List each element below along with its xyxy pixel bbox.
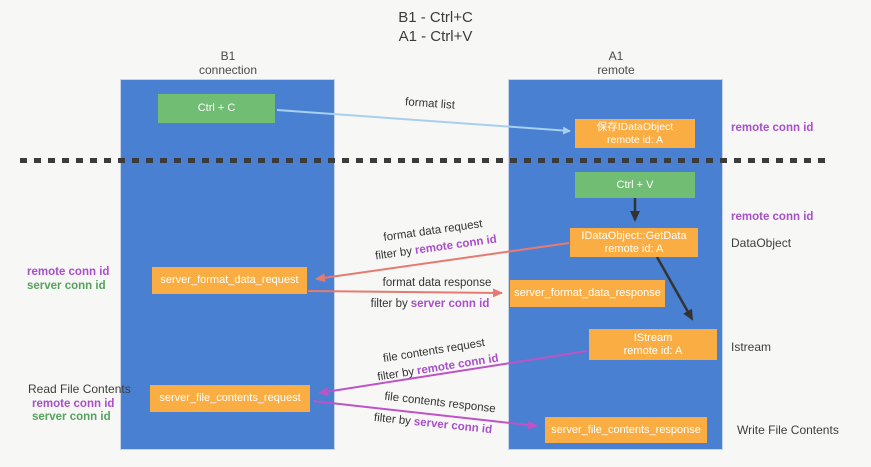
getdata-line1: IDataObject::GetData [581, 229, 687, 242]
getdata-to-istream-arrow [655, 256, 694, 321]
lane-a1-name: A1 [608, 49, 624, 63]
ctrl-c-box: Ctrl + C [158, 94, 275, 123]
dataobject-side-label: DataObject [731, 236, 792, 250]
title-line-2: A1 - Ctrl+V [398, 28, 473, 45]
remote-conn-id-left-label-1: remote conn id [27, 266, 110, 278]
server-format-data-response-label: server_format_data_response [514, 287, 661, 299]
istream-line1: IStream [633, 331, 673, 344]
lane-header-b1: B1 connection [168, 49, 288, 77]
format-data-request-arrow [315, 242, 570, 283]
file-contents-request-arrow [318, 350, 588, 397]
server-conn-id-text: server conn id [410, 298, 490, 310]
remote-conn-id-side-label-mid: remote conn id [731, 211, 814, 223]
format-data-response-arrow [307, 288, 503, 298]
write-file-contents-label: Write File Contents [737, 423, 839, 437]
server-format-data-response-box: server_format_data_response [510, 280, 665, 307]
server-file-contents-response-label: server_file_contents_response [551, 423, 701, 436]
format-list-arrow [276, 109, 571, 135]
server-file-contents-request-label: server_file_contents_request [159, 392, 301, 404]
filter-by-text: filter by [370, 298, 408, 310]
getdata-box: IDataObject::GetData remote id: A [570, 228, 698, 257]
lane-b1-subtitle: connection [198, 63, 258, 77]
remote-conn-id-left-label-2: remote conn id [32, 398, 115, 410]
ctrl-c-label: Ctrl + C [197, 102, 236, 114]
server-format-data-request-box: server_format_data_request [152, 267, 307, 294]
save-idataobject-line1: 保存IDataObject [596, 120, 674, 133]
server-file-contents-request-box: server_file_contents_request [150, 385, 310, 412]
save-idataobject-box: 保存IDataObject remote id: A [575, 119, 695, 148]
title-line-1: B1 - Ctrl+C [398, 9, 473, 26]
remote-conn-id-side-label-top: remote conn id [731, 122, 814, 134]
ctrl-v-box: Ctrl + V [575, 172, 695, 198]
istream-side-label: Istream [731, 340, 772, 354]
server-file-contents-response-box: server_file_contents_response [545, 417, 707, 443]
istream-box: IStream remote id: A [589, 329, 717, 360]
server-conn-id-left-label-2: server conn id [32, 411, 111, 423]
file-contents-response-arrow [312, 400, 538, 430]
diagram-title: B1 - Ctrl+C A1 - Ctrl+V [0, 8, 871, 46]
lane-header-a1: A1 remote [556, 49, 676, 77]
lane-b1-name: B1 [220, 49, 236, 63]
phase-separator-dashed-line [20, 158, 832, 163]
lane-a1-subtitle: remote [597, 63, 635, 77]
ctrl-v-label: Ctrl + V [616, 178, 654, 191]
read-file-contents-label: Read File Contents [28, 382, 131, 396]
istream-line2: remote id: A [623, 344, 683, 357]
save-idataobject-line2: remote id: A [606, 133, 664, 146]
format-data-response-label: format data response [382, 277, 492, 289]
getdata-line2: remote id: A [604, 242, 664, 255]
server-conn-id-left-label-1: server conn id [27, 280, 106, 292]
server-format-data-request-label: server_format_data_request [160, 274, 299, 286]
